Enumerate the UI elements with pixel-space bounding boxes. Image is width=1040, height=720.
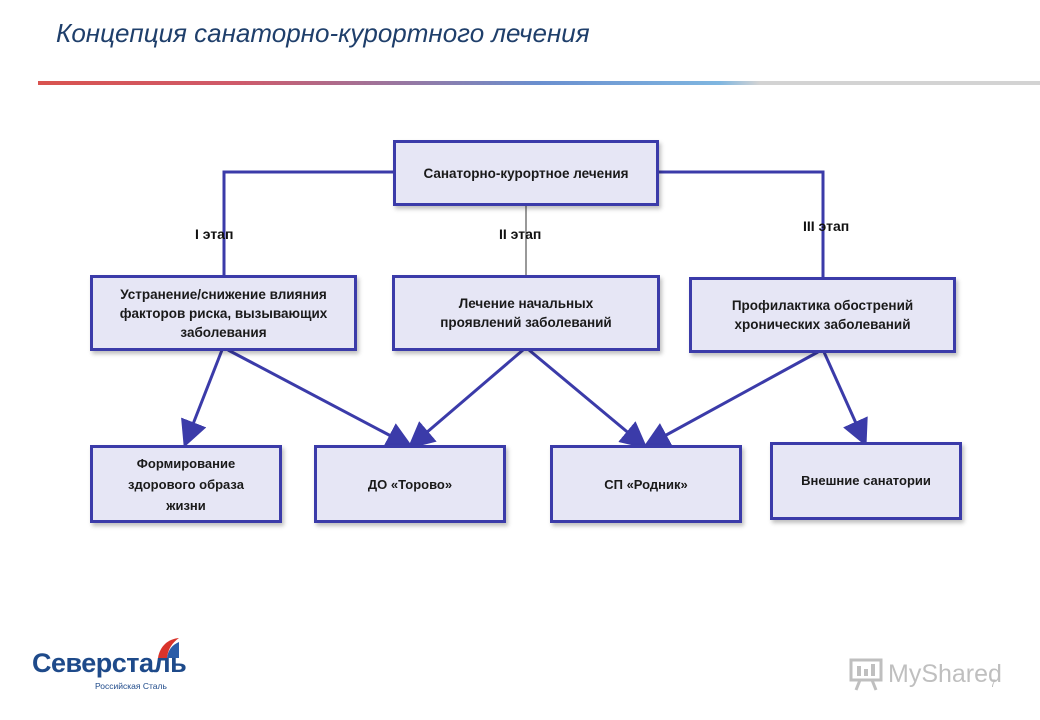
presentation-board-icon bbox=[849, 658, 883, 691]
stage-2-label: II этап bbox=[499, 226, 542, 242]
target-rodnik-box: СП «Родник» bbox=[550, 445, 742, 523]
stage-3-label: III этап bbox=[803, 218, 850, 234]
logo-subtitle: Российская Сталь bbox=[95, 681, 167, 691]
stage-1-box: Устранение/снижение влияния факторов рис… bbox=[90, 275, 357, 351]
stage-1-label: I этап bbox=[195, 226, 234, 242]
root-box: Санаторно-курортное лечения bbox=[393, 140, 659, 206]
target-healthy-lifestyle-box: Формирование здорового образа жизни bbox=[90, 445, 282, 523]
arrow-stage3-rodnik bbox=[642, 350, 819, 448]
stage-3-box: Профилактика обострений хронических забо… bbox=[689, 277, 956, 353]
arrow-stage1-torovo bbox=[227, 348, 414, 448]
target-torovo-box: ДО «Торово» bbox=[314, 445, 506, 523]
arrow-stage3-external bbox=[822, 351, 868, 447]
severstal-logo: Северсталь Российская Сталь bbox=[32, 636, 192, 696]
stage-2-box-text: Лечение начальных проявлений заболеваний bbox=[440, 296, 612, 330]
stage-3-box-text: Профилактика обострений хронических забо… bbox=[731, 298, 914, 332]
stage-1-box-text: Устранение/снижение влияния факторов рис… bbox=[119, 286, 328, 340]
severstal-mark-icon bbox=[158, 638, 179, 658]
myshared-watermark: MyShared bbox=[848, 656, 1002, 692]
target-rodnik-text: СП «Родник» bbox=[604, 476, 688, 492]
target-external-text: Внешние санатории bbox=[801, 473, 931, 488]
watermark-text: MyShared bbox=[888, 659, 1002, 688]
logo-name: Северсталь bbox=[32, 648, 187, 678]
page-number: 7 bbox=[990, 678, 997, 690]
stage-2-box: Лечение начальных проявлений заболеваний bbox=[392, 275, 660, 351]
arrow-stage2-rodnik bbox=[528, 348, 648, 449]
arrow-stage2-torovo bbox=[407, 348, 524, 449]
target-external-box: Внешние санатории bbox=[770, 442, 962, 520]
connector-root-stage1 bbox=[222, 170, 393, 277]
root-label: Санаторно-курортное лечения bbox=[423, 165, 629, 181]
title-divider bbox=[38, 81, 1040, 85]
slide-title: Концепция санаторно-курортного лечения bbox=[56, 18, 590, 48]
target-healthy-lifestyle-text: Формирование здорового образа жизни bbox=[128, 455, 244, 513]
arrow-stage1-healthy-lifestyle bbox=[181, 349, 224, 448]
connector-root-stage3 bbox=[657, 170, 825, 278]
target-torovo-text: ДО «Торово» bbox=[367, 476, 453, 492]
